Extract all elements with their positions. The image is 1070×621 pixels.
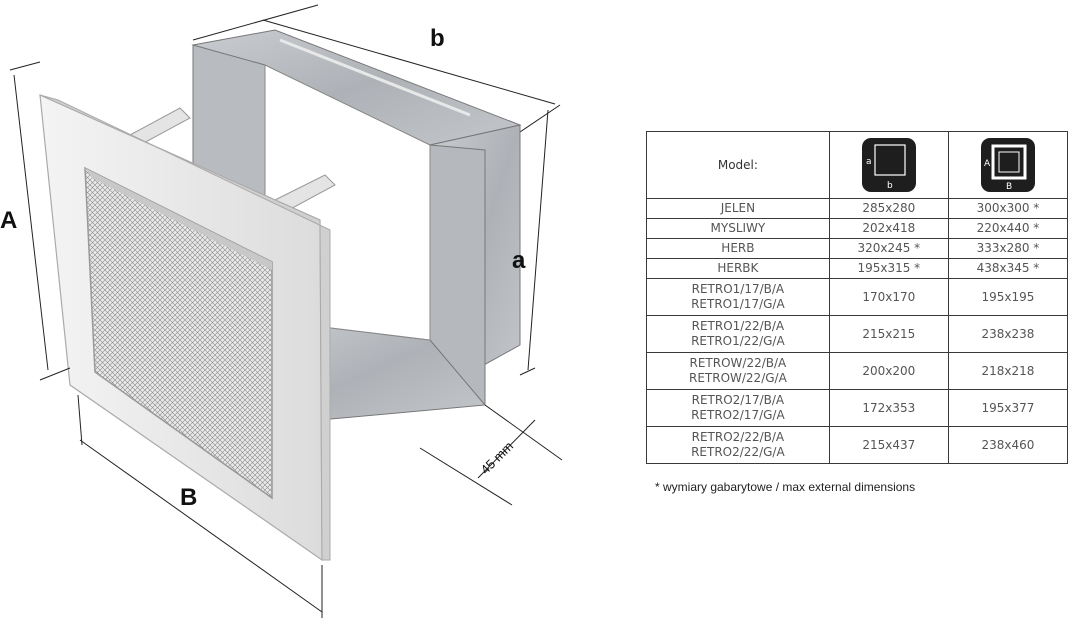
model-name: RETRO1/22/B/A (691, 319, 785, 333)
outer-dimension-cell: 438x345 * (947, 258, 1069, 279)
inner-dimension-cell: 170x170 (828, 278, 949, 316)
inner-dimension-cell: 285x280 (828, 198, 949, 219)
model-name: HERBK (717, 261, 759, 275)
footnote: * wymiary gabarytowe / max external dime… (655, 480, 916, 494)
outer-dimension-cell: 300x300 * (947, 198, 1069, 219)
icon-outer-bottom-label: B (1006, 182, 1012, 192)
inner-dimension-cell: 320x245 * (828, 238, 949, 259)
label-B: B (180, 484, 197, 511)
inner-dimension-cell: 202x418 (828, 218, 949, 239)
dimension-B (77, 394, 323, 618)
model-cell: JELEN (646, 198, 830, 219)
outer-dimension-cell: 238x238 (947, 315, 1069, 353)
dimension-A (9, 61, 71, 381)
table-header-row: Model: a b A B (646, 131, 1069, 199)
model-cell: HERB (646, 238, 830, 259)
model-name: RETRO2/17/B/A (691, 393, 785, 407)
model-name: RETROW/22/B/A (689, 356, 787, 370)
table-row: HERB 320x245 *333x280 * (646, 238, 1069, 259)
outer-dimension-cell: 218x218 (947, 352, 1069, 390)
dimension-depth (419, 404, 563, 506)
model-name: RETRO2/17/G/A (691, 408, 785, 422)
outer-dimension-cell: 333x280 * (947, 238, 1069, 259)
model-name: RETRO2/22/G/A (691, 445, 785, 459)
inner-dimension-cell: 200x200 (828, 352, 949, 390)
grille-dimension-drawing: b A B (0, 4, 563, 618)
outer-dimensions-icon: A B (980, 138, 1035, 192)
outer-dimension-cell: 220x440 * (947, 218, 1069, 239)
inner-dimension-cell: 215x215 (828, 315, 949, 353)
model-name: JELEN (720, 201, 756, 215)
outer-dimension-cell: 195x377 (947, 389, 1069, 427)
icon-inner-bottom-label: b (887, 181, 893, 191)
icon-inner-side-label: a (866, 157, 872, 167)
model-name: HERB (721, 241, 755, 255)
inner-dimension-cell: 172x353 (828, 389, 949, 427)
outer-dimensions-header: A B (947, 131, 1069, 199)
table-row: HERBK 195x315 *438x345 * (646, 258, 1069, 279)
model-name: MYSLIWY (710, 221, 766, 235)
inner-dimensions-header: a b (828, 131, 949, 199)
dimension-b (192, 4, 561, 133)
model-name: RETRO1/22/G/A (691, 334, 785, 348)
outer-dimension-cell: 238x460 (947, 426, 1069, 464)
model-cell: HERBK (646, 258, 830, 279)
icon-outer-side-label: A (984, 159, 991, 169)
model-cell: MYSLIWY (646, 218, 830, 239)
inner-dimensions-icon: a b (861, 138, 916, 192)
model-name: RETRO1/17/B/A (691, 282, 785, 296)
model-name: RETRO2/22/B/A (691, 430, 785, 444)
label-b: b (430, 25, 445, 52)
model-name: RETROW/22/G/A (688, 371, 787, 385)
outer-dimension-cell: 195x195 (947, 278, 1069, 316)
inner-dimension-cell: 195x315 * (828, 258, 949, 279)
label-A: A (0, 207, 17, 234)
model-name: RETRO1/17/G/A (691, 297, 785, 311)
grille-frame (39, 94, 331, 562)
label-depth: 45 mm (478, 438, 517, 477)
inner-dimension-cell: 215x437 (828, 426, 949, 464)
dimension-a (519, 109, 549, 376)
model-header: Model: (646, 131, 830, 199)
label-a: a (512, 247, 526, 274)
